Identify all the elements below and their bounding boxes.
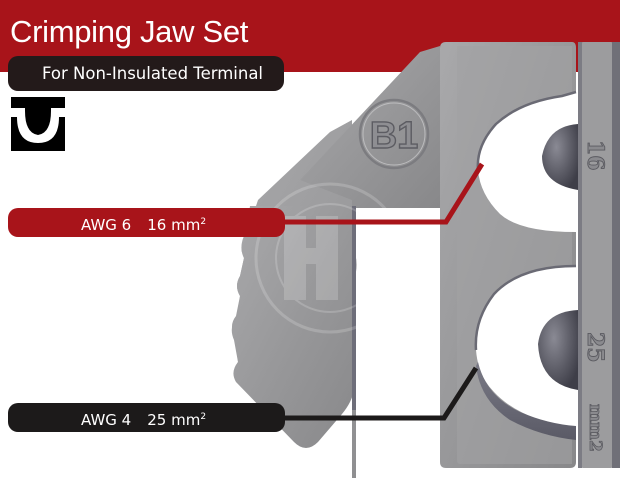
lower-die-cavity xyxy=(475,266,576,428)
page-title: Crimping Jaw Set xyxy=(10,14,249,49)
upper-die-cavity xyxy=(477,92,576,232)
lower-indenter xyxy=(538,310,578,390)
awg4-unit: mm xyxy=(171,411,201,429)
upper-indenter xyxy=(542,124,578,190)
awg6-unit: mm xyxy=(171,216,201,234)
jaw-gap xyxy=(356,208,440,478)
watermark-logo xyxy=(254,182,406,334)
awg6-unit-sup: 2 xyxy=(200,217,207,227)
lower-die-unit: mm2 xyxy=(585,404,605,452)
awg4-gauge: AWG 4 xyxy=(81,411,132,429)
subtitle-badge: For Non-Insulated Terminal xyxy=(8,56,284,91)
awg4-size: 25 xyxy=(147,411,167,429)
jaw-side-strip xyxy=(578,42,616,468)
non-insulated-crimp-profile-icon xyxy=(11,97,65,151)
model-stamp: B1 xyxy=(370,115,419,157)
awg6-callout: AWG 6 16 mm2 xyxy=(8,208,285,237)
awg6-gauge: AWG 6 xyxy=(81,216,132,234)
awg4-callout: AWG 4 25 mm2 xyxy=(8,403,285,432)
awg6-size: 16 xyxy=(147,216,167,234)
upper-die-marking: 16 xyxy=(582,140,608,171)
awg4-unit-sup: 2 xyxy=(200,412,207,422)
lower-die-marking: 25 xyxy=(582,332,608,363)
